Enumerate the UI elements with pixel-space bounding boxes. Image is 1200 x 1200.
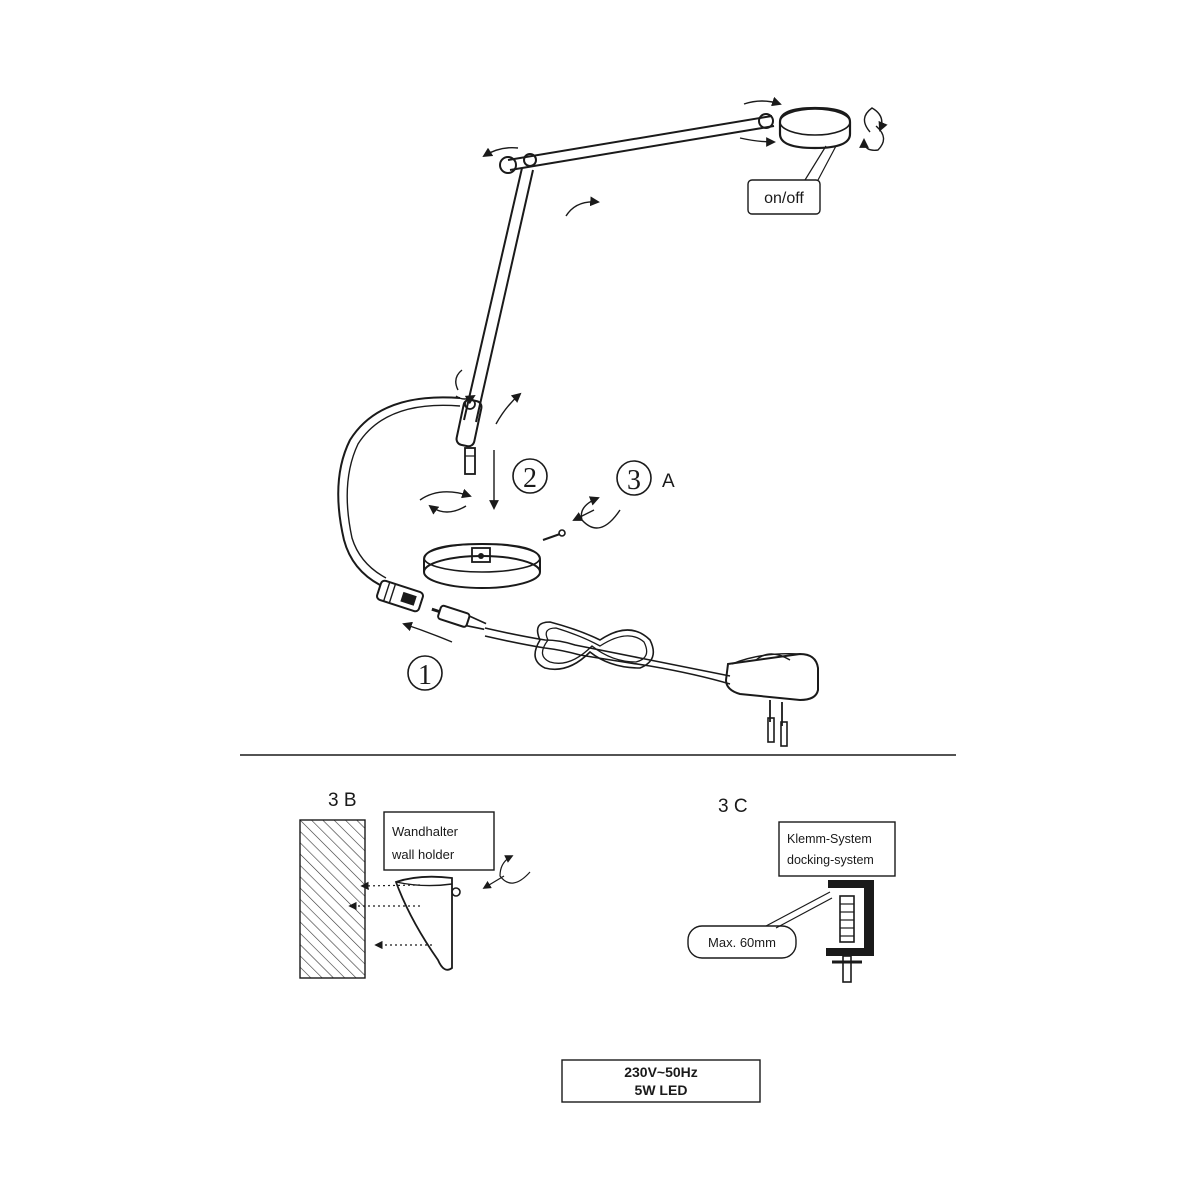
section-3b: 3 B Wandhalter wall holder (299, 790, 531, 979)
lamp-base (423, 542, 541, 589)
docking-de: Klemm-System (787, 832, 872, 846)
max-clamp-label: Max. 60mm (708, 935, 776, 950)
on-off-callout: on/off (747, 145, 837, 215)
step-3a: 3 A (616, 460, 675, 496)
lamp-assembly: on/off 2 3 A 1 (337, 96, 888, 747)
wall-holder-de: Wandhalter (392, 824, 459, 839)
section-3c-label: 3 C (718, 796, 748, 817)
spec-voltage: 230V~50Hz (624, 1064, 698, 1080)
rotation-arrows (402, 96, 888, 643)
step-2-label: 2 (523, 463, 537, 494)
lower-arm (455, 167, 534, 475)
clamp (826, 880, 874, 983)
spec-box: 230V~50Hz 5W LED (561, 1059, 761, 1103)
arm-cable (337, 396, 461, 586)
step-2: 2 (512, 458, 548, 494)
screw (542, 529, 566, 541)
wall-holder-callout (383, 811, 495, 871)
step-3-label: 3 (627, 465, 641, 496)
upper-arm (499, 113, 775, 174)
docking-callout (778, 821, 896, 877)
step-1: 1 (407, 655, 443, 691)
step-3-suffix: A (662, 471, 675, 492)
cable-connector-female (376, 579, 424, 613)
docking-en: docking-system (787, 853, 874, 867)
lamp-head (778, 106, 852, 150)
section-3c: 3 C Klemm-System docking-system Max. 60m… (687, 796, 896, 983)
on-off-label: on/off (764, 190, 804, 207)
wall (299, 819, 366, 979)
section-3b-label: 3 B (328, 790, 357, 811)
mounting-arrows (348, 855, 531, 950)
spec-power: 5W LED (635, 1082, 688, 1098)
wall-holder-en: wall holder (391, 847, 455, 862)
power-adapter (431, 604, 819, 747)
wall-bracket (394, 875, 461, 971)
max-clamp-callout (687, 925, 797, 959)
step-1-label: 1 (418, 660, 432, 691)
